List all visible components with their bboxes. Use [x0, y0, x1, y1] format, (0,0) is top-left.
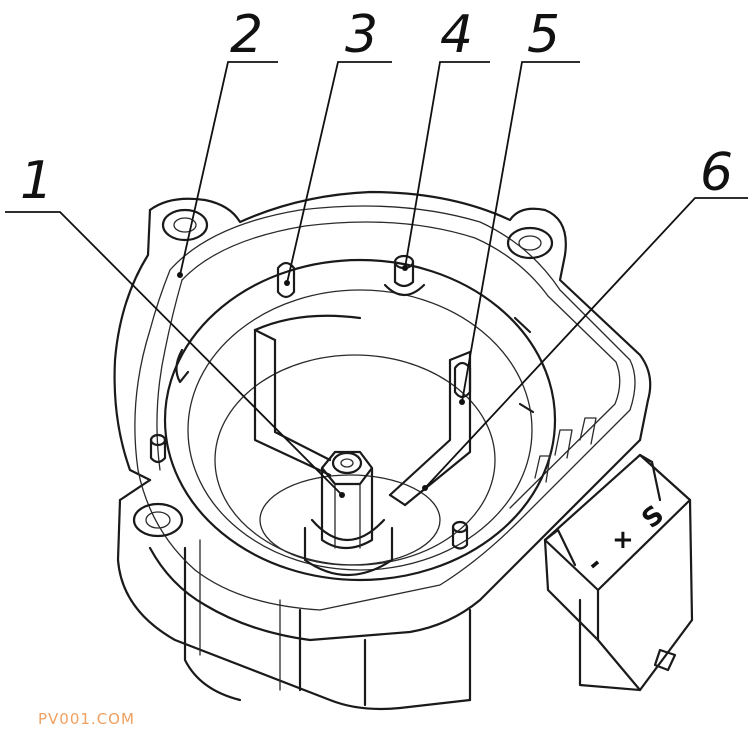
callout-number-2: 2 — [230, 5, 263, 65]
watermark-text: PV001.COM — [38, 710, 135, 728]
electrical-connector: - + S — [543, 453, 694, 692]
callout-2: 2 — [177, 5, 278, 278]
mounting-boss-top-left — [161, 208, 209, 242]
connector-plus-symbol: + — [612, 525, 634, 555]
callout-number-5: 5 — [527, 5, 560, 65]
callout-5: 5 — [459, 5, 580, 405]
callout-number-3: 3 — [345, 5, 378, 65]
rim-details — [149, 254, 597, 550]
callout-4: 4 — [402, 5, 490, 271]
housing-body — [116, 478, 472, 711]
outer-flange — [113, 190, 652, 642]
callout-1: 1 — [5, 151, 345, 498]
callout-number-1: 1 — [20, 151, 53, 211]
callout-number-4: 4 — [440, 5, 473, 65]
callout-number-6: 6 — [700, 143, 733, 203]
central-shaft — [303, 450, 394, 577]
callout-6: 6 — [422, 143, 748, 491]
connector-signal-symbol: S — [637, 500, 671, 535]
callout-3: 3 — [284, 5, 392, 286]
guide-vanes — [253, 314, 472, 507]
mounting-boss-left — [132, 502, 184, 538]
inner-bowl — [163, 258, 557, 582]
mounting-boss-top-right — [506, 226, 554, 260]
connector-minus-symbol: - — [581, 549, 609, 579]
